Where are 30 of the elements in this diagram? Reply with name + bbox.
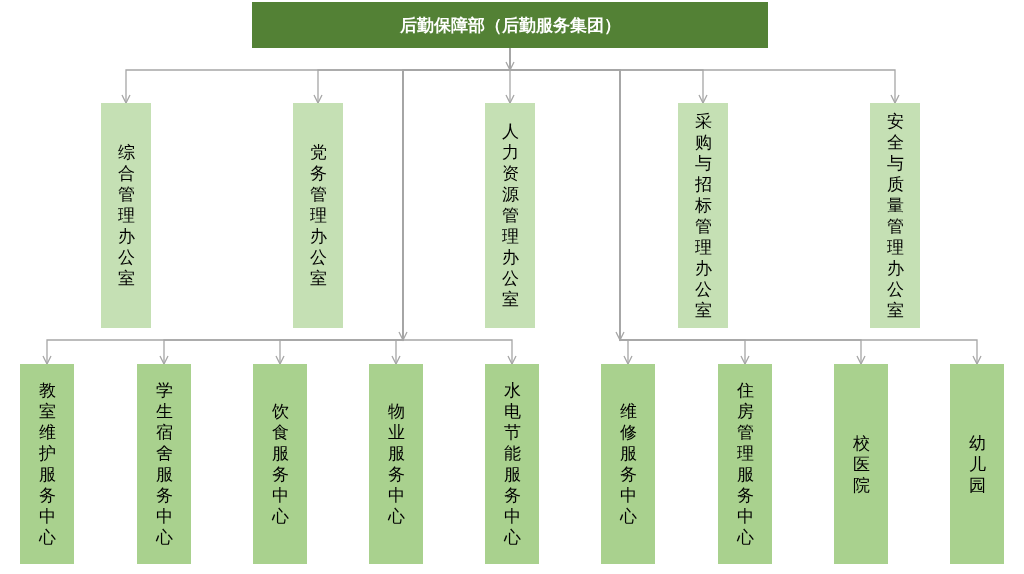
box-label: 党务管理办公室 bbox=[309, 142, 327, 289]
service-center-box bbox=[137, 364, 191, 564]
service-center-box bbox=[369, 364, 423, 564]
box-label: 采购与招标管理办公室 bbox=[694, 110, 712, 321]
box-label: 安全与质量管理办公室 bbox=[886, 110, 904, 321]
box-label: 住房管理服务中心 bbox=[736, 380, 754, 548]
box-label: 物业服务中心 bbox=[387, 401, 405, 527]
service-center-box bbox=[950, 364, 1004, 564]
service-center-box bbox=[485, 364, 539, 564]
office-box bbox=[293, 103, 343, 328]
department-box bbox=[252, 2, 768, 48]
service-center-box bbox=[253, 364, 307, 564]
box-label: 维修服务中心 bbox=[619, 401, 637, 527]
office-box bbox=[678, 103, 728, 328]
service-center-box bbox=[834, 364, 888, 564]
office-box bbox=[101, 103, 151, 328]
box-label: 幼儿园 bbox=[968, 432, 986, 496]
box-label: 后勤保障部（后勤服务集团） bbox=[399, 13, 621, 37]
service-center-box bbox=[601, 364, 655, 564]
service-center-box bbox=[718, 364, 772, 564]
service-center-box bbox=[20, 364, 74, 564]
box-label: 水电节能服务中心 bbox=[503, 380, 521, 548]
office-box bbox=[870, 103, 920, 328]
box-label: 校医院 bbox=[852, 432, 870, 496]
box-label: 饮食服务中心 bbox=[271, 401, 289, 527]
box-label: 学生宿舍服务中心 bbox=[155, 380, 173, 548]
box-label: 综合管理办公室 bbox=[117, 142, 135, 289]
box-label: 教室维护服务中心 bbox=[38, 380, 56, 548]
box-label: 人力资源管理办公室 bbox=[501, 121, 519, 310]
office-box bbox=[485, 103, 535, 328]
